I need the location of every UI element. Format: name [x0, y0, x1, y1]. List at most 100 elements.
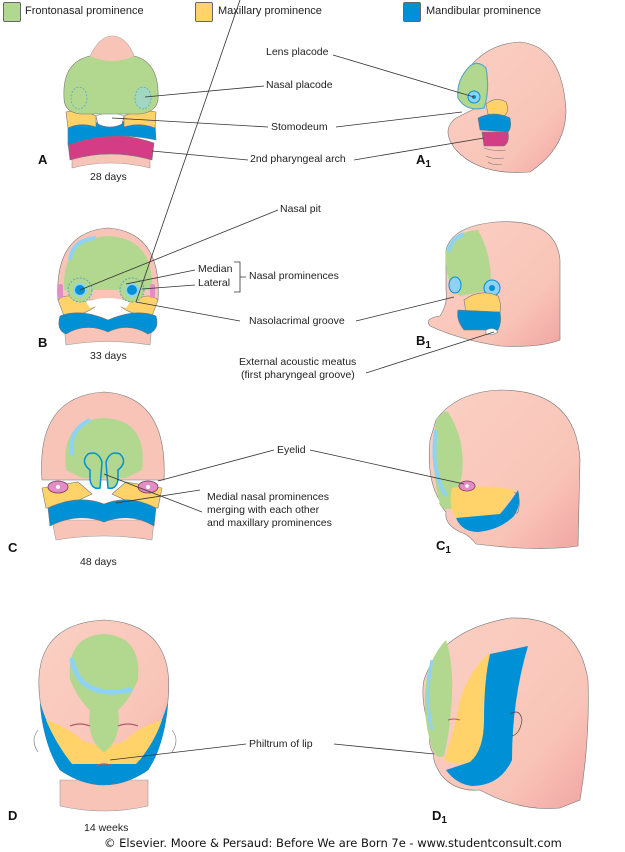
panel-c-neck — [51, 519, 155, 541]
legend-label-maxillary: Maxillary prominence — [218, 5, 322, 17]
leader-nasolacrimal-left-b — [135, 301, 241, 322]
nasal-prominences-bracket — [234, 261, 246, 293]
leader-stomodeum-right — [335, 111, 463, 128]
panel-a-embryo-front — [63, 35, 159, 169]
legend-swatch-frontonasal — [3, 2, 21, 22]
label-medial-line-3: and maxillary prominences — [207, 517, 332, 529]
label-nasal-pit: Nasal pit — [280, 203, 321, 215]
panel-d-maxillary — [46, 720, 162, 764]
leader-nasolacrimal-left — [135, 0, 241, 303]
leader-external-meatus — [365, 331, 495, 374]
panel-label-a: A — [38, 152, 48, 167]
panel-a1-mandibular — [477, 113, 511, 133]
panel-b1-external-meatus — [485, 328, 499, 335]
label-lateral: Lateral — [198, 277, 231, 289]
label-external-meatus-1: External acoustic meatus — [239, 356, 357, 368]
age-label-a: 28 days — [90, 171, 127, 183]
label-lens-placode: Lens placode — [266, 46, 329, 58]
panel-c-embryo-front — [41, 391, 165, 541]
label-nasal-prominences: Nasal prominences — [249, 270, 339, 282]
panel-label-c1: C1 — [436, 538, 451, 556]
legend-label-frontonasal: Frontonasal prominence — [25, 5, 144, 17]
label-nasal-placode: Nasal placode — [266, 79, 333, 91]
panel-d-lip — [95, 763, 113, 767]
panel-d-eye-right — [117, 723, 139, 727]
panel-a1-embryo-side — [447, 41, 567, 173]
leader-nasolacrimal-right — [355, 296, 455, 322]
panel-d1-fetus-side — [422, 617, 589, 809]
label-medial-nasal-prominences: Medial nasal prominences merging with ea… — [207, 491, 332, 530]
panel-d1-ear — [509, 711, 523, 737]
leader-philtrum-left — [109, 743, 247, 761]
panel-b-neck — [63, 324, 153, 346]
panel-c-mandibular — [47, 499, 157, 527]
panel-d-ear-right — [171, 729, 177, 753]
label-external-meatus-2: (first pharyngeal groove) — [241, 369, 355, 381]
leader-lines — [79, 0, 495, 761]
panel-c1-maxillary — [450, 486, 516, 519]
label-medial-line-2: merging with each other — [207, 504, 320, 516]
panel-b1-nasal-pit — [448, 276, 462, 294]
leader-eyelid-right — [309, 449, 465, 485]
panel-d-mandibular — [40, 702, 168, 785]
label-second-arch: 2nd pharyngeal arch — [250, 153, 346, 165]
panel-b-nasal-pit-right — [125, 283, 139, 297]
leader-second-arch-left — [151, 150, 249, 161]
panel-b-embryo-front — [57, 227, 159, 346]
panel-a-nasal-placode-right — [134, 86, 152, 110]
legend-swatch-mandibular — [403, 2, 421, 22]
panel-label-d1: D1 — [432, 808, 447, 826]
panel-a-stomodeum — [95, 112, 125, 128]
label-median: Median — [198, 263, 233, 275]
label-philtrum: Philtrum of lip — [249, 738, 313, 750]
panel-c1-ear — [511, 491, 520, 514]
panel-label-d: D — [8, 808, 18, 823]
panel-a1-maxillary — [485, 99, 508, 117]
panel-c1-embryo-side — [428, 389, 581, 549]
panel-c-medial-nasal-left — [83, 452, 103, 490]
leader-stomodeum-left — [111, 117, 269, 128]
label-eyelid: Eyelid — [277, 444, 306, 456]
leader-nasal-placode — [144, 85, 265, 98]
leader-nasal-pit — [79, 209, 279, 291]
panel-a1-second-arch — [481, 131, 509, 147]
panel-d1-mandibular — [446, 646, 528, 786]
panel-label-b: B — [38, 335, 48, 350]
panel-b1-embryo-side — [428, 221, 561, 347]
legend-label-mandibular: Mandibular prominence — [426, 5, 541, 17]
panel-a-nasal-placode-left — [70, 86, 88, 110]
panel-d1-eye — [447, 718, 461, 721]
panel-b1-maxillary — [463, 292, 501, 313]
leader-lateral — [141, 284, 196, 290]
leader-eyelid-left — [157, 449, 275, 482]
panel-b-frontonasal — [63, 236, 153, 290]
leader-median — [125, 269, 196, 285]
panel-d-neck — [59, 779, 149, 812]
panel-label-b1: B1 — [416, 333, 431, 351]
leader-philtrum-right — [333, 743, 435, 755]
panel-d-eye-left — [69, 723, 91, 727]
panel-c-medial-nasal-right — [105, 452, 125, 490]
leader-medial-nasal-1 — [103, 473, 203, 513]
legend-swatch-maxillary — [195, 2, 213, 22]
panel-b1-mandibular — [457, 309, 501, 331]
label-medial-line-1: Medial nasal prominences — [207, 491, 329, 503]
age-label-c: 48 days — [80, 556, 117, 568]
copyright-notice: © Elsevier. Moore & Persaud: Before We a… — [104, 836, 562, 850]
panel-a-forehead-skin — [90, 36, 134, 61]
leader-second-arch-right — [353, 137, 485, 161]
leader-medial-nasal-2 — [115, 489, 201, 504]
panel-b-mandibular — [58, 312, 158, 335]
age-label-b: 33 days — [90, 350, 127, 362]
panel-c1-mandibular — [456, 490, 520, 532]
leader-lens-placode — [332, 54, 475, 98]
panel-label-c: C — [8, 540, 18, 555]
panel-d-ear-left — [33, 729, 39, 753]
label-nasolacrimal-groove: Nasolacrimal groove — [249, 315, 345, 327]
panel-label-a1: A1 — [416, 152, 431, 170]
label-stomodeum: Stomodeum — [271, 121, 328, 133]
age-label-d: 14 weeks — [84, 822, 129, 834]
panel-d-fetus-front — [33, 619, 177, 812]
panel-d1-maxillary — [444, 654, 494, 764]
